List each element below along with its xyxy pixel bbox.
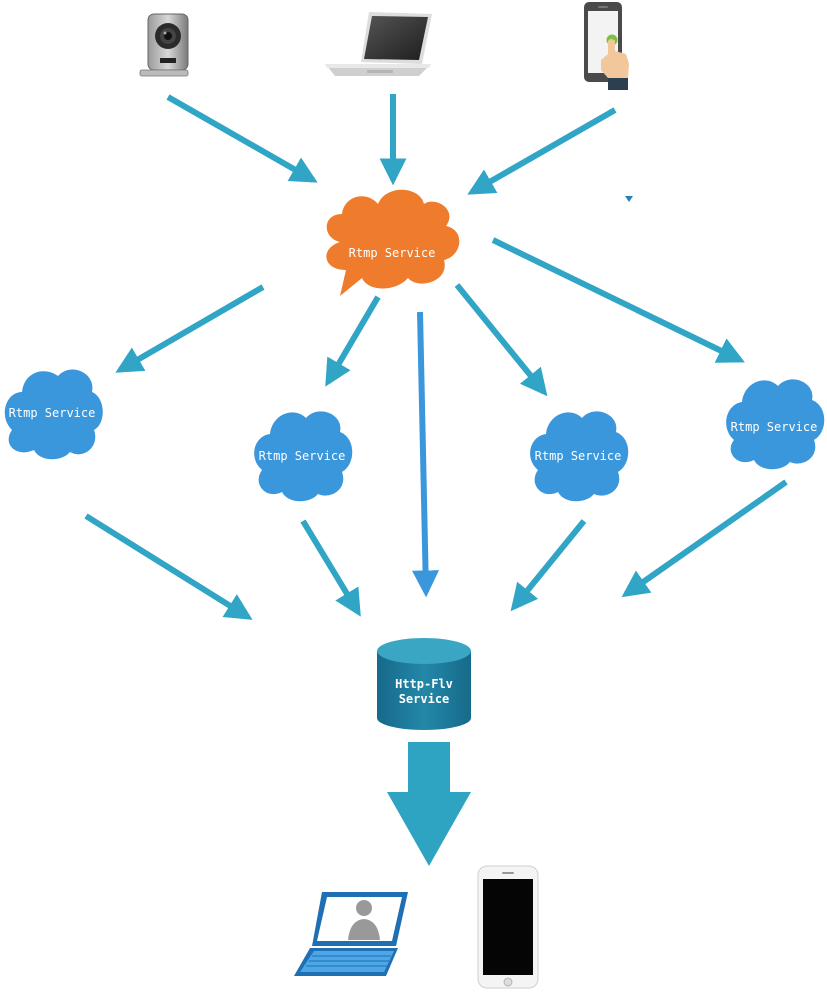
edge-rtmp-cloud-2: Rtmp Service <box>254 411 353 502</box>
arrow-origin-to-edge-2 <box>325 295 381 387</box>
laptop-icon <box>325 12 432 76</box>
edge-cloud-2-label: Rtmp Service <box>259 449 346 463</box>
arrow-origin-to-edge-4 <box>491 237 745 363</box>
edge-rtmp-cloud-1: Rtmp Service <box>4 369 103 460</box>
http-flv-label-line1: Http-Flv <box>395 677 453 691</box>
edge-cloud-3-label: Rtmp Service <box>535 449 622 463</box>
origin-cloud-label: Rtmp Service <box>349 246 436 260</box>
big-down-arrow-icon <box>387 742 471 866</box>
arrow-origin-to-edge-1 <box>115 284 265 373</box>
http-flv-label-line2: Service <box>399 692 450 706</box>
arrow-edge-4-to-http-flv <box>621 479 788 598</box>
edge-cloud-4-label: Rtmp Service <box>731 420 818 434</box>
arrow-edge-3-to-http-flv <box>510 519 587 612</box>
http-flv-service-database: Http-Flv Service <box>377 638 471 730</box>
collect-arrows <box>84 479 788 620</box>
arrow-edge-2-to-http-flv <box>300 519 361 617</box>
arrow-edge-1-to-http-flv <box>84 513 253 620</box>
origin-rtmp-cloud: Rtmp Service <box>326 189 460 296</box>
edge-rtmp-cloud-3: Rtmp Service <box>530 411 629 502</box>
laptop-user-icon <box>294 892 408 976</box>
webcam-icon <box>139 13 189 77</box>
edge-rtmp-cloud-4: Rtmp Service <box>726 379 825 470</box>
distribution-arrows <box>115 237 745 598</box>
arrow-origin-to-http-flv <box>412 311 440 598</box>
arrow-camera-to-origin <box>166 94 318 183</box>
ingest-arrows <box>166 94 633 202</box>
smartphone-icon <box>477 865 539 989</box>
arrow-phone-to-origin <box>467 107 617 195</box>
edge-cloud-1-label: Rtmp Service <box>9 406 96 420</box>
smartphone-touch-icon <box>584 2 629 90</box>
small-triangle-marker <box>625 196 633 202</box>
arrow-origin-to-edge-3 <box>454 283 548 397</box>
